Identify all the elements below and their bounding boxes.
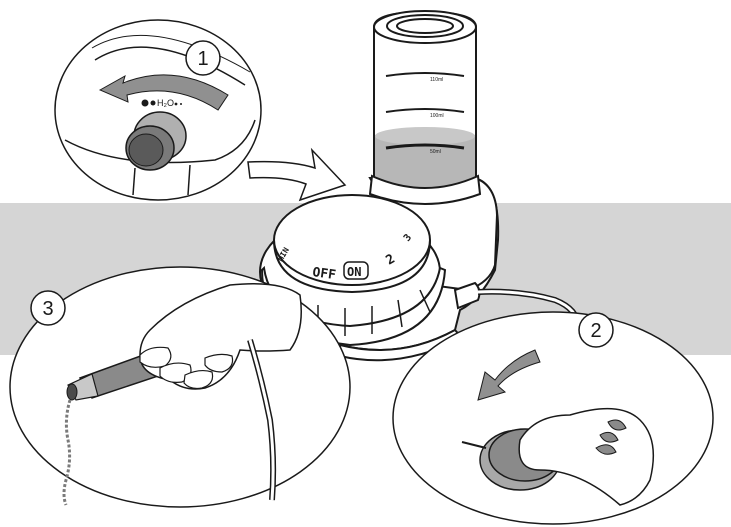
pointer-arrow-icon [248, 150, 345, 200]
volume-label-top: 110ml [430, 77, 443, 83]
knob-dot-tiny-1 [175, 103, 178, 106]
knob-dot-large [142, 100, 149, 107]
inset-1-circle [55, 20, 261, 200]
step-marker-1: 1 [186, 41, 220, 75]
dial-on-label: ON [347, 265, 361, 279]
water-knob-label: H₂O [157, 98, 174, 108]
handpiece-tip [67, 384, 77, 400]
step-2-label: 2 [590, 320, 601, 342]
step-marker-2: 2 [579, 313, 613, 347]
volume-label-low: 50ml [430, 149, 441, 155]
volume-label-mid: 100ml [430, 113, 444, 119]
water-knob-cap [129, 134, 163, 166]
reservoir-cap-center [397, 19, 453, 33]
inset-water-knob: H₂O [55, 20, 261, 200]
step-marker-3: 3 [31, 291, 65, 325]
knob-dot-small [151, 101, 156, 106]
step-1-label: 1 [197, 48, 208, 70]
water-surface [375, 127, 475, 145]
finger-4 [205, 354, 233, 372]
step-3-label: 3 [42, 298, 53, 320]
inset-foot-pedal [393, 312, 713, 524]
knob-dot-tiny-2 [180, 103, 182, 105]
